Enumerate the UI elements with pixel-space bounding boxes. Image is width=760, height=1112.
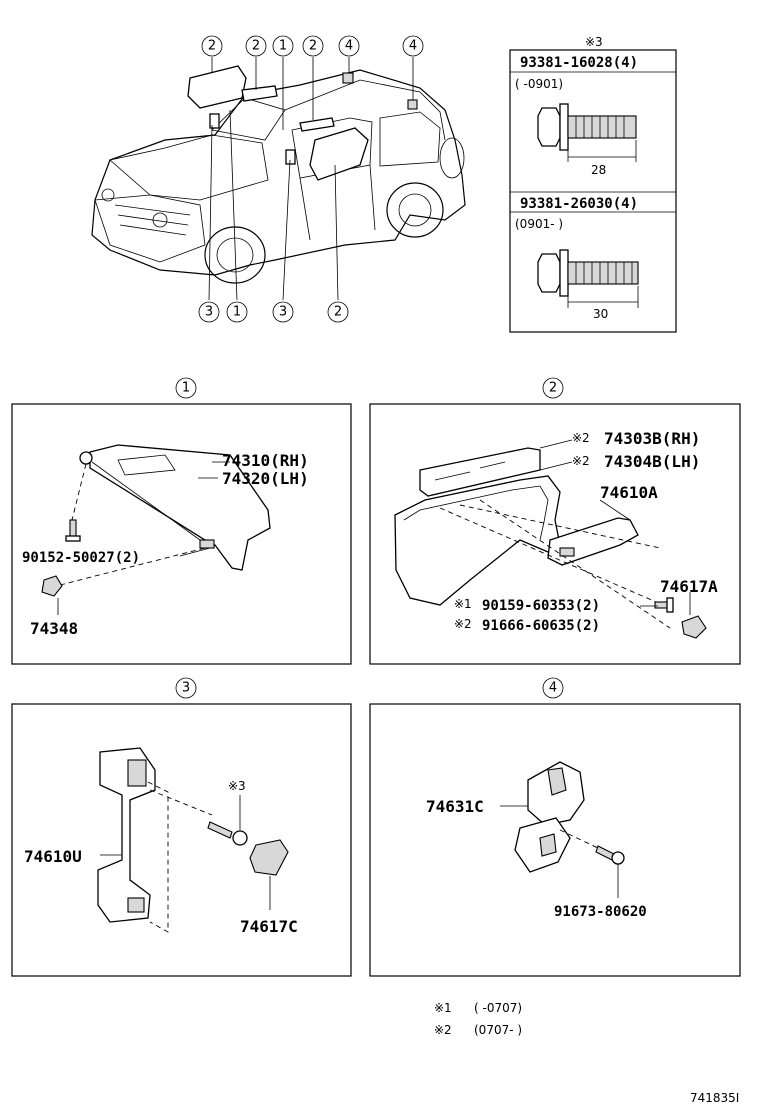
callout-top-6: 4 — [402, 35, 424, 57]
bolt-1-length: 28 — [591, 163, 606, 177]
figure-id: 741835I — [690, 1091, 739, 1105]
label-74617C: 74617C — [240, 917, 298, 936]
footnote-1-text: ( -0707) — [474, 1001, 522, 1015]
footnote-2-text: (0707- ) — [474, 1023, 522, 1037]
callout-top-4: 2 — [302, 35, 324, 57]
label-74320: 74320(LH) — [222, 469, 309, 488]
bolt-2-range: (0901- ) — [515, 217, 563, 231]
callout-label: 3 — [279, 305, 287, 320]
label-74617A: 74617A — [660, 577, 718, 596]
holder-74348 — [41, 575, 63, 597]
callout-label: 1 — [279, 39, 287, 54]
label-74631C: 74631C — [426, 797, 484, 816]
callout-label: 4 — [345, 39, 353, 54]
panel-1-callout — [175, 377, 197, 399]
footnotes: ※1 ( -0707) ※2 (0707- ) — [434, 1001, 522, 1037]
callout-label: 1 — [233, 305, 241, 320]
panel-4-number: 4 — [549, 681, 557, 696]
callout-top-5: 4 — [338, 35, 360, 57]
overview-part-clip-a — [209, 113, 220, 129]
overview-part-hook-a — [342, 72, 354, 84]
panel-3-callout — [175, 677, 197, 699]
panel-3-number: 3 — [182, 681, 190, 696]
cover-74617A — [681, 615, 707, 639]
bolt-2-illustration: 30 — [537, 249, 639, 321]
screw-90152 — [65, 519, 81, 542]
label-74304B: 74304B(LH) — [604, 452, 700, 471]
callout-label: 2 — [334, 305, 342, 320]
panel-2-callout — [542, 377, 564, 399]
screw-90159 — [654, 597, 674, 613]
callout-top-1: 2 — [201, 35, 223, 57]
overview-part-grip-b — [299, 117, 335, 132]
callout-bottom-2: 1 — [226, 301, 248, 323]
bolt-1-part-number: 93381-16028(4) — [520, 55, 638, 71]
label-90159-60353: 90159-60353(2) — [482, 598, 600, 614]
label-74303B: 74303B(RH) — [604, 429, 700, 448]
grip-74610A — [547, 517, 639, 566]
overview-leaders — [208, 57, 414, 301]
overview-part-visor-right — [309, 127, 369, 181]
overview-part-visor-left — [187, 65, 247, 109]
bolt-panel3 — [207, 821, 248, 846]
bolt-2-part-number: 93381-26030(4) — [520, 196, 638, 212]
note-2b: ※2 — [572, 454, 590, 468]
callout-bottom-1: 3 — [198, 301, 220, 323]
note-2a: ※2 — [572, 431, 590, 445]
footnote-2-mark: ※2 — [434, 1023, 452, 1037]
bolt-2-length: 30 — [593, 307, 608, 321]
callout-label: 2 — [208, 39, 216, 54]
screw-91673 — [595, 845, 625, 865]
overview-part-hook-b — [407, 99, 418, 110]
panel-2-number: 2 — [549, 381, 557, 396]
bolt-1-illustration: 28 — [537, 103, 637, 177]
panel-4-callout — [542, 677, 564, 699]
label-90152-50027: 90152-50027(2) — [22, 550, 140, 566]
label-74348: 74348 — [30, 619, 78, 638]
note-3: ※3 — [228, 779, 246, 793]
bolt-table-note: ※3 — [585, 35, 603, 49]
panel-2: 2 ※2 74303B(RH) ※2 74304B(LH) 74610A 746… — [369, 377, 741, 665]
label-74310: 74310(RH) — [222, 451, 309, 470]
panel-3: 3 ※3 74610U 74617C — [11, 677, 352, 977]
bolt-1-range: ( -0901) — [515, 77, 563, 91]
overview-part-grip-a — [241, 85, 278, 102]
callout-label: 2 — [309, 39, 317, 54]
bolt-table: ※3 93381-16028(4) ( -0901) 93381-26030(4… — [509, 35, 677, 333]
callout-label: 3 — [205, 305, 213, 320]
label-91666-60635: 91666-60635(2) — [482, 618, 600, 634]
label-91673-80620: 91673-80620 — [554, 904, 647, 920]
callout-bottom-4: 2 — [327, 301, 349, 323]
vehicle-illustration — [91, 69, 466, 284]
sun-visor-2 — [394, 447, 561, 606]
callout-label: 4 — [409, 39, 417, 54]
footnote-1-mark: ※1 — [434, 1001, 452, 1015]
callout-top-2: 2 — [245, 35, 267, 57]
callout-bottom-3: 3 — [272, 301, 294, 323]
hook-74631C — [514, 761, 585, 873]
callout-top-3: 1 — [272, 35, 294, 57]
cover-74617C — [249, 839, 289, 876]
overview-part-clip-b — [285, 149, 296, 165]
label-74610A: 74610A — [600, 483, 658, 502]
note-2c: ※2 — [454, 617, 472, 631]
callout-label: 2 — [252, 39, 260, 54]
note-1c: ※1 — [454, 597, 472, 611]
panel-1: 1 74310(RH) 74320(LH) 90152-50027(2) 743… — [11, 377, 352, 665]
grip-74610U — [97, 747, 156, 923]
panel-1-number: 1 — [182, 381, 190, 396]
panel-4: 4 74631C 91673-80620 — [369, 677, 741, 977]
sun-visor-1 — [79, 444, 271, 571]
label-74610U: 74610U — [24, 847, 82, 866]
